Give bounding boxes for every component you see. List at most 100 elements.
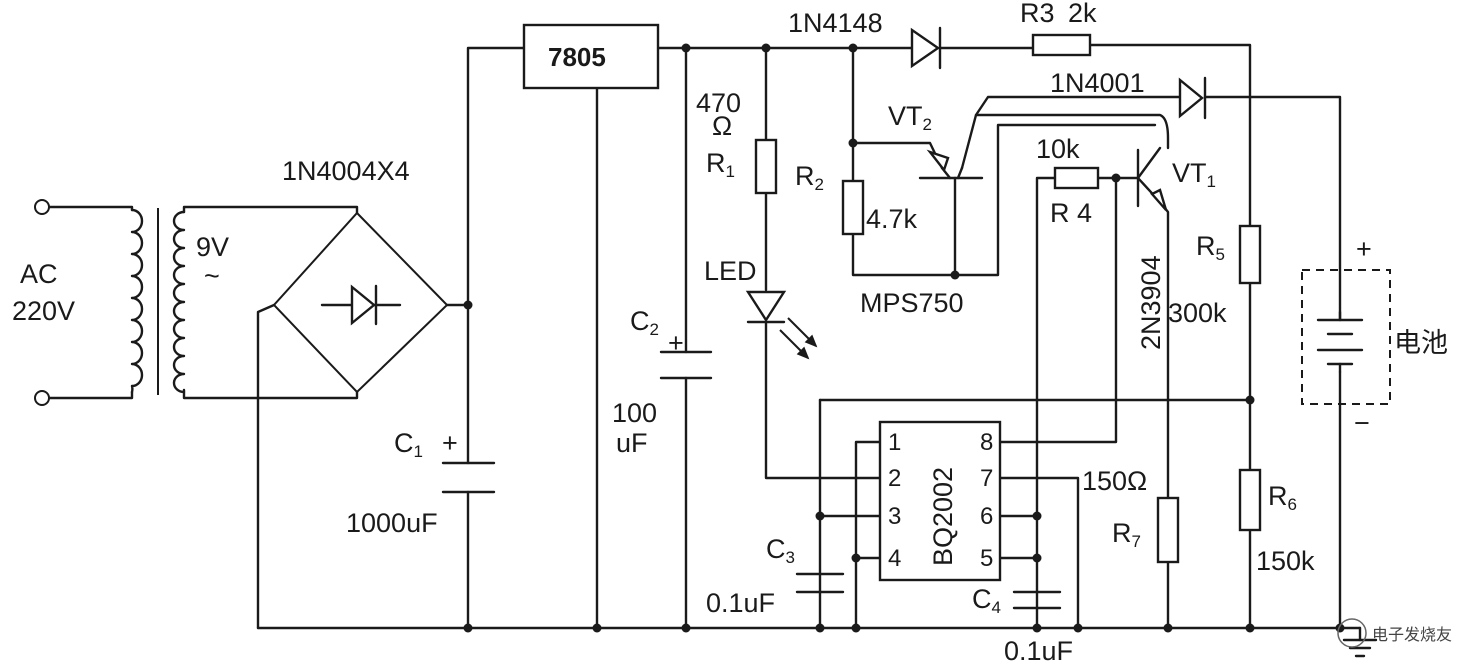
ac-input-wire-top: [46, 205, 134, 212]
bridge-rectifier: [272, 211, 449, 394]
transformer-primary: [130, 208, 144, 394]
c1-value-label: 1000uF: [346, 508, 438, 538]
r1-unit-label: Ω: [712, 111, 732, 141]
r3-label: R3: [1020, 0, 1055, 28]
wires: [46, 43, 1362, 630]
ic-bq2002: [878, 420, 1002, 582]
vt2-emitter-wire: [851, 141, 944, 170]
capacitor-c4: [1012, 590, 1062, 610]
ac-terminal-top: [34, 199, 50, 215]
ic-pin-6: 6: [980, 503, 993, 530]
ac-symbol-label: ~: [204, 261, 220, 291]
transformer-secondary: [172, 210, 186, 394]
d1-icon: [910, 27, 941, 69]
regulator-7805: [522, 23, 660, 90]
c4-label: C4: [972, 584, 1001, 617]
ic-pin-7: 7: [980, 465, 993, 492]
battery-plus-label: +: [1356, 234, 1372, 264]
r6-label: R6: [1268, 481, 1297, 514]
vt1-part-label: 2N3904: [1136, 255, 1166, 350]
r3-to-r5-wire: [1088, 43, 1252, 228]
led-icon: [745, 290, 787, 323]
ac-terminal-bottom: [34, 390, 50, 406]
diode-1n4148: [910, 26, 942, 70]
d1-label: 1N4148: [788, 8, 883, 38]
c2-value-label: 100: [612, 398, 657, 428]
led: [745, 290, 818, 360]
d2-to-battery-wire: [1203, 95, 1342, 322]
bridge-outline: [272, 211, 449, 394]
r3-value-label: 2k: [1068, 0, 1097, 28]
bridge-diode-icon: [350, 284, 376, 326]
vt1-collector-stub: [1136, 146, 1162, 180]
r7-value-label: 150Ω: [1082, 466, 1147, 496]
c2-plus-label: +: [668, 328, 684, 358]
ac-input-wire-bottom: [46, 390, 134, 400]
pin8-wire: [998, 176, 1118, 444]
junction-dots: [463, 43, 1345, 633]
led-label: LED: [704, 256, 757, 286]
r4-label: R 4: [1050, 198, 1092, 228]
resistor-r3: [1031, 33, 1092, 57]
r2-value-label: 4.7k: [866, 204, 918, 234]
pin7-wire: [998, 476, 1080, 630]
resistor-r2: [841, 179, 865, 236]
vt2-arrow-icon: [926, 149, 950, 173]
vt1-label: VT1: [1172, 158, 1216, 191]
bridge-negative-wire: [256, 303, 276, 630]
resistor-r1: [754, 138, 778, 195]
capacitor-c3: [795, 572, 845, 594]
watermark-logo-icon: [1337, 618, 1367, 648]
r1-value-label: 470: [696, 88, 741, 118]
d2-icon: [1178, 77, 1204, 119]
c3-value-label: 0.1uF: [706, 588, 775, 618]
diode-1n4001: [1178, 76, 1207, 120]
transformer: [130, 208, 186, 395]
ic-pin-1: 1: [888, 429, 901, 456]
watermark-label: 电子发烧友: [1372, 626, 1452, 644]
c1-plus-label: +: [442, 428, 458, 458]
r1-label: R1: [706, 148, 735, 181]
bridge-positive-wire: [445, 46, 526, 307]
r4-value-label: 10k: [1036, 134, 1080, 164]
ground-icon: [1342, 626, 1378, 658]
transistor-vt2: [918, 149, 984, 180]
c1-label: C1: [394, 428, 423, 461]
r7-label: R7: [1112, 518, 1141, 551]
capacitor-c2: [659, 350, 713, 380]
led-to-pin2-wire: [764, 320, 882, 480]
r2-branch-wire: [851, 46, 957, 277]
regulator-label: 7805: [548, 42, 606, 72]
watermark: 电子发烧友: [1337, 618, 1452, 648]
resistor-r4: [1053, 166, 1100, 190]
vt2-collector-to-vt1-wire: [960, 113, 1170, 170]
vt2-base-to-vt1-collector-wire: [953, 123, 1157, 277]
transistor-vt1: [1136, 148, 1168, 211]
ac-label: AC: [20, 259, 58, 289]
c2-label: C2: [630, 306, 659, 339]
pin1-ground-wire: [854, 440, 882, 630]
c2-unit-label: uF: [616, 428, 648, 458]
secondary-wire-top: [182, 205, 359, 215]
r6-value-label: 150k: [1256, 546, 1315, 576]
c3-label: C3: [766, 534, 795, 567]
resistor-r7: [1156, 496, 1180, 564]
resistor-r5: [1238, 224, 1262, 285]
bridge-label: 1N4004X4: [282, 156, 410, 186]
ic-pin-8: 8: [980, 429, 993, 456]
battery: [1301, 269, 1391, 405]
ic-pin-3: 3: [888, 503, 901, 530]
d2-label: 1N4001: [1050, 68, 1145, 98]
ic-pin-4: 4: [888, 545, 901, 572]
vt2-collector-to-d2-wire: [974, 95, 1182, 117]
battery-label: 电池: [1394, 328, 1448, 358]
r2-label: R2: [795, 161, 824, 194]
capacitor-c1: [441, 461, 496, 494]
battery-minus-label: −: [1354, 408, 1370, 438]
r5-label: R5: [1196, 231, 1225, 264]
resistor-r6: [1238, 468, 1262, 532]
r5-value-label: 300k: [1168, 298, 1227, 328]
vt2-label: VT2: [888, 101, 932, 134]
vt2-part-label: MPS750: [860, 288, 964, 318]
